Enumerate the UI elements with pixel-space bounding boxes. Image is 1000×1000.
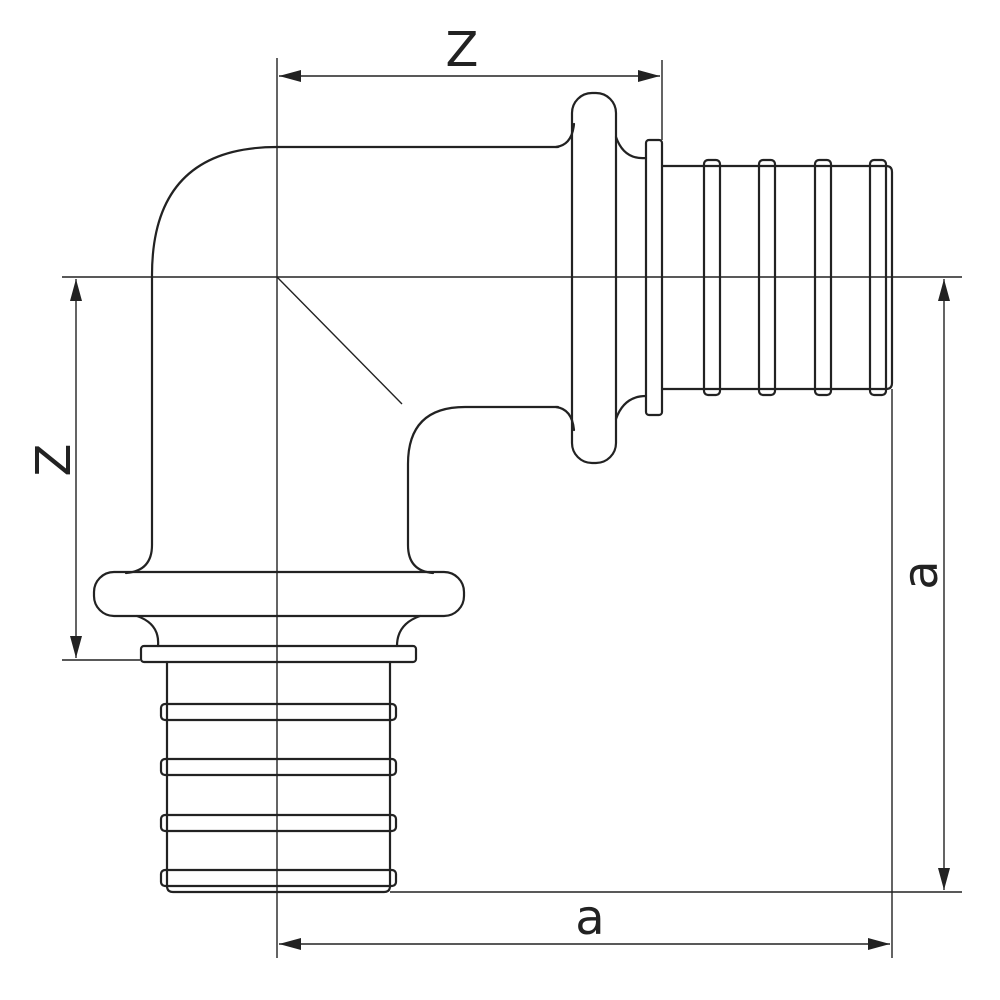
right-neck-bottom — [614, 394, 648, 421]
dim-label-left-z: Z — [26, 444, 82, 477]
bottom-neck-left — [135, 614, 160, 648]
dimension-left-z: Z — [26, 279, 82, 658]
bottom-barb-rib — [159, 813, 398, 833]
arrowhead — [938, 868, 950, 890]
dim-label-right-a: a — [893, 560, 949, 589]
arrowhead — [70, 279, 82, 301]
right-spigot-outline — [660, 164, 894, 391]
arrowhead — [70, 636, 82, 658]
dimension-bottom-a: a — [279, 890, 890, 950]
bottom-branch — [92, 570, 466, 894]
bottom-collar — [139, 644, 418, 664]
bottom-barb-rib — [159, 868, 398, 888]
right-barb-rib — [868, 158, 888, 397]
right-collar — [644, 138, 664, 417]
elbow-outer-contour — [124, 145, 560, 575]
bottom-barb-rib — [159, 702, 398, 722]
right-neck-top — [614, 135, 648, 160]
arrowhead — [868, 938, 890, 950]
right-branch — [554, 91, 894, 465]
bottom-flange-ring — [92, 570, 466, 618]
extension-lines — [62, 60, 962, 958]
dimension-right-a: a — [893, 279, 950, 890]
dim-label-bottom-a: a — [575, 890, 604, 946]
elbow-body — [124, 145, 560, 575]
bottom-neck-right — [395, 614, 422, 648]
elbow-inner-contour — [406, 405, 560, 575]
arrowhead — [938, 279, 950, 301]
arrowhead — [638, 70, 660, 82]
arrowhead — [279, 70, 301, 82]
dimension-top-z: Z — [279, 22, 660, 82]
diagonal-bisector-line — [276, 276, 403, 405]
right-shoulder-bottom — [554, 405, 576, 432]
right-flange-ring — [570, 91, 618, 465]
bottom-spigot-outline — [165, 660, 392, 894]
arrowhead — [279, 938, 301, 950]
right-barb-rib — [702, 158, 722, 397]
right-barb-rib — [757, 158, 777, 397]
center-lines — [62, 58, 962, 958]
right-barb-rib — [813, 158, 833, 397]
bottom-barb-rib — [159, 757, 398, 777]
right-shoulder-top — [554, 122, 576, 149]
dim-label-top-z: Z — [446, 22, 479, 78]
